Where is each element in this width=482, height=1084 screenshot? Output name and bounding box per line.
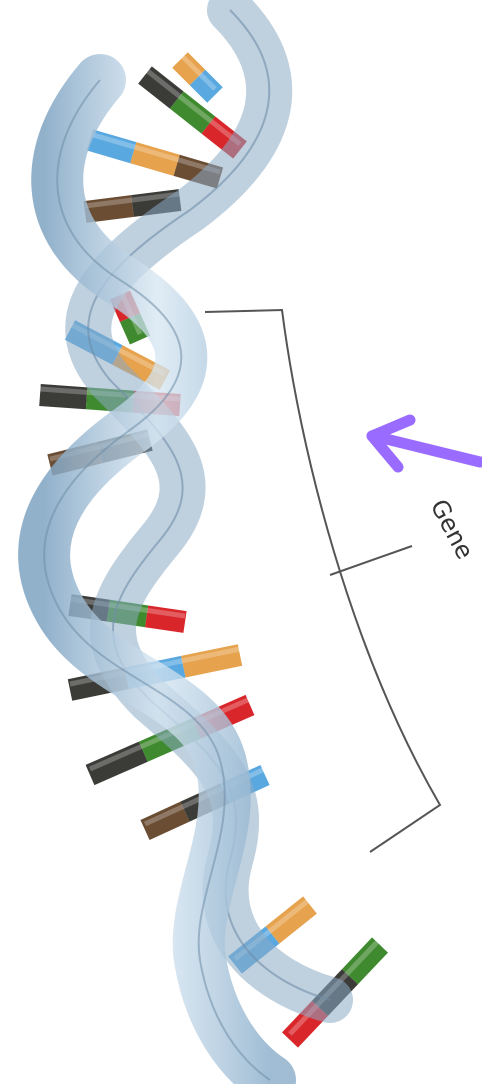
gene-label: Gene [425,495,479,564]
gene-bracket-tick [330,546,412,575]
base-pair-rung-segment [350,945,380,977]
base-pair-rung-segment [273,905,311,935]
base-pair-rung-segment [40,395,87,398]
arrow-pointing-left-icon [372,420,480,467]
